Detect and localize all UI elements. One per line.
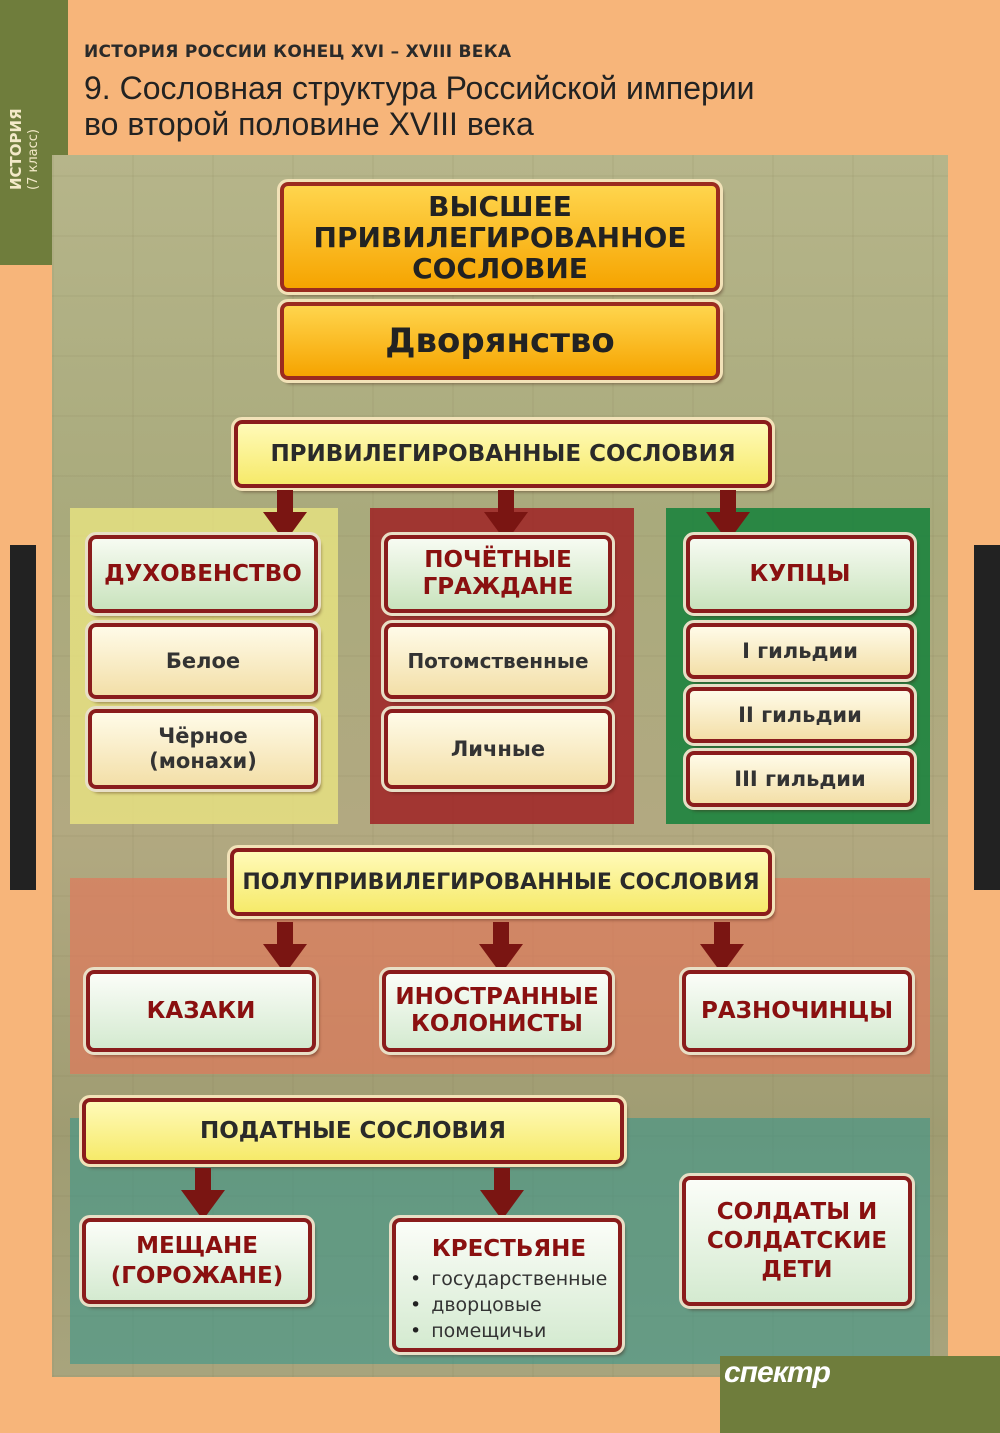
page-title: 9. Сословная структура Российской импери… xyxy=(84,70,755,142)
list-item: дворцовые xyxy=(410,1292,607,1318)
side-tab-text: ИСТОРИЯ (7 класс) xyxy=(7,108,42,190)
raznochintsy-box: РАЗНОЧИНЦЫ xyxy=(679,967,915,1055)
arrow-down-icon xyxy=(480,1168,524,1222)
semi-privileged-estates-box: ПОЛУПРИВИЛЕГИРОВАННЫЕ СОСЛОВИЯ xyxy=(227,845,775,919)
arrow-down-icon xyxy=(181,1168,225,1222)
guild-2-box: II гильдии xyxy=(683,684,917,746)
privileged-estates-box: ПРИВИЛЕГИРОВАННЫЕ СОСЛОВИЯ xyxy=(231,417,775,491)
title-line-2: во второй половине XVIII века xyxy=(84,106,534,142)
personal-citizens-box: Личные xyxy=(381,706,615,792)
guild-3-box: III гильдии xyxy=(683,748,917,810)
right-side-strip xyxy=(974,545,1000,890)
guild-1-box: I гильдии xyxy=(683,620,917,682)
left-side-strip xyxy=(10,545,36,890)
clergy-black-box: Чёрное (монахи) xyxy=(85,706,321,792)
subject-heading: ИСТОРИЯ РОССИИ КОНЕЦ XVI – XVIII ВЕКА xyxy=(84,42,512,62)
honorary-citizens-box: ПОЧЁТНЫЕ ГРАЖДАНЕ xyxy=(381,532,615,616)
taxable-estates-box: ПОДАТНЫЕ СОСЛОВИЯ xyxy=(79,1095,627,1167)
clergy-box: ДУХОВЕНСТВО xyxy=(85,532,321,616)
townspeople-box: МЕЩАНЕ (ГОРОЖАНЕ) xyxy=(79,1215,315,1307)
hereditary-citizens-box: Потомственные xyxy=(381,620,615,702)
arrow-down-icon xyxy=(479,922,523,976)
list-item: государственные xyxy=(410,1266,607,1292)
title-line-1: 9. Сословная структура Российской импери… xyxy=(84,70,755,106)
foreign-colonists-box: ИНОСТРАННЫЕ КОЛОНИСТЫ xyxy=(379,967,615,1055)
nobility-box: Дворянство xyxy=(277,299,723,383)
soldiers-box: СОЛДАТЫ И СОЛДАТСКИЕ ДЕТИ xyxy=(679,1173,915,1309)
highest-estate-box: ВЫСШЕЕ ПРИВИЛЕГИРОВАННОЕ СОСЛОВИЕ xyxy=(277,179,723,295)
arrow-down-icon xyxy=(700,922,744,976)
publisher-logo: спектр xyxy=(724,1356,831,1389)
peasants-box: КРЕСТЬЯНЕ государственные дворцовые поме… xyxy=(389,1215,625,1355)
clergy-white-box: Белое xyxy=(85,620,321,702)
merchants-box: КУПЦЫ xyxy=(683,532,917,616)
side-tab-label: ИСТОРИЯ xyxy=(7,108,25,190)
footer-panel xyxy=(720,1356,1000,1433)
list-item: помещичьи xyxy=(410,1318,607,1344)
side-tab-grade: (7 класс) xyxy=(26,129,41,190)
arrow-down-icon xyxy=(263,922,307,976)
cossacks-box: КАЗАКИ xyxy=(83,967,319,1055)
peasants-types-list: государственные дворцовые помещичьи xyxy=(410,1266,607,1344)
peasants-title: КРЕСТЬЯНЕ xyxy=(431,1236,587,1262)
